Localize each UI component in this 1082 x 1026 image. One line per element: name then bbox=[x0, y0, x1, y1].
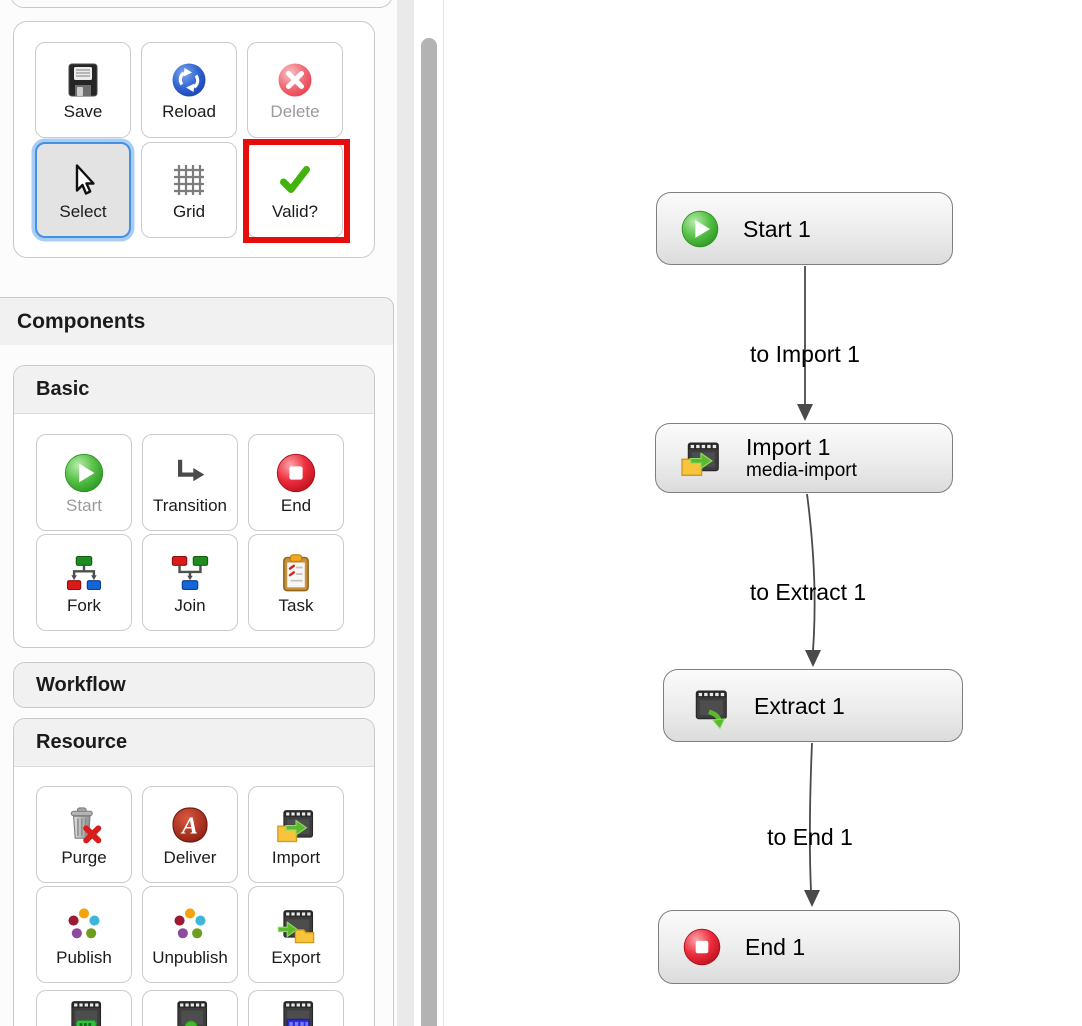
component-export[interactable]: Export bbox=[248, 886, 344, 983]
join-label: Join bbox=[174, 596, 206, 615]
components-accordion-header[interactable]: Components bbox=[0, 297, 394, 346]
grid-button[interactable]: Grid bbox=[141, 142, 237, 238]
component-task[interactable]: Task bbox=[248, 534, 344, 631]
section-header-workflow[interactable]: Workflow bbox=[14, 663, 374, 707]
film-green-arrow-icon bbox=[177, 1000, 208, 1026]
basic-title: Basic bbox=[36, 378, 90, 400]
component-palette-sidebar: Save Reload Delete Select bbox=[0, 0, 397, 1026]
previous-panel-bottom-edge bbox=[10, 0, 393, 8]
red-a-badge-icon: A bbox=[172, 807, 208, 843]
transition-label: Transition bbox=[152, 496, 227, 515]
select-tool-button[interactable]: Select bbox=[35, 142, 131, 238]
film-extract-arrow-icon bbox=[695, 689, 727, 729]
section-basic: Basic Start Transition End bbox=[13, 365, 375, 648]
node-end-1[interactable]: End 1 bbox=[658, 910, 960, 984]
sidebar-scrollbar-thumb[interactable] bbox=[421, 38, 437, 1026]
workflow-canvas[interactable]: to Import 1 to Extract 1 to End 1 Start … bbox=[445, 0, 1082, 1026]
clipboard-icon bbox=[283, 554, 309, 592]
delete-label: Delete bbox=[270, 102, 320, 121]
fork-diagram-icon bbox=[66, 555, 102, 591]
sidebar-scrollbar-track[interactable] bbox=[414, 0, 444, 1026]
component-partial-3[interactable] bbox=[248, 990, 344, 1026]
grid-icon bbox=[174, 165, 204, 195]
start-label: Start bbox=[66, 496, 102, 515]
component-join[interactable]: Join bbox=[142, 534, 238, 631]
reload-button[interactable]: Reload bbox=[141, 42, 237, 138]
edge-label-to-import[interactable]: to Import 1 bbox=[750, 341, 860, 367]
component-import[interactable]: Import bbox=[248, 786, 344, 883]
component-end[interactable]: End bbox=[248, 434, 344, 531]
section-workflow: Workflow bbox=[13, 662, 375, 708]
deliver-label: Deliver bbox=[163, 848, 217, 867]
publish-label: Publish bbox=[56, 948, 112, 967]
reload-label: Reload bbox=[162, 102, 216, 121]
edges-layer: to Import 1 to Extract 1 to End 1 bbox=[750, 266, 866, 907]
start-play-icon bbox=[681, 210, 719, 247]
component-fork[interactable]: Fork bbox=[36, 534, 132, 631]
task-label: Task bbox=[278, 596, 314, 615]
unpublish-label: Unpublish bbox=[152, 948, 228, 967]
save-label: Save bbox=[63, 102, 103, 121]
component-partial-2[interactable] bbox=[142, 990, 238, 1026]
cursor-icon bbox=[75, 164, 95, 195]
edge-to-end[interactable] bbox=[804, 742, 820, 907]
import-label: Import bbox=[271, 848, 321, 867]
color-dots-icon bbox=[174, 908, 206, 939]
node-title: End 1 bbox=[745, 934, 806, 960]
end-stop-icon bbox=[276, 453, 316, 493]
component-transition[interactable]: Transition bbox=[142, 434, 238, 531]
start-play-icon bbox=[64, 453, 104, 493]
component-start[interactable]: Start bbox=[36, 434, 132, 531]
edge-to-extract[interactable] bbox=[805, 493, 821, 667]
delete-button[interactable]: Delete bbox=[247, 42, 343, 138]
node-title: Import 1 bbox=[746, 434, 831, 460]
floppy-disk-icon bbox=[68, 63, 98, 97]
workflow-title: Workflow bbox=[36, 673, 126, 696]
join-diagram-icon bbox=[171, 555, 209, 591]
component-publish[interactable]: Publish bbox=[36, 886, 132, 983]
grid-label: Grid bbox=[172, 202, 206, 221]
node-title: Start 1 bbox=[743, 215, 811, 242]
film-folder-arrow-in-icon bbox=[277, 810, 314, 843]
refresh-icon bbox=[172, 63, 206, 97]
film-green-band-icon bbox=[71, 1000, 102, 1026]
edge-label-to-end[interactable]: to End 1 bbox=[767, 824, 853, 850]
validate-button[interactable]: Valid? bbox=[247, 142, 343, 238]
node-extract-1[interactable]: Extract 1 bbox=[663, 669, 963, 742]
edge-to-import[interactable] bbox=[797, 266, 813, 421]
node-start-1[interactable]: Start 1 bbox=[656, 192, 953, 265]
fork-label: Fork bbox=[67, 596, 101, 615]
purge-label: Purge bbox=[61, 848, 107, 867]
components-title: Components bbox=[17, 309, 146, 333]
component-partial-1[interactable] bbox=[36, 990, 132, 1026]
film-blue-band-icon bbox=[283, 1000, 314, 1026]
film-folder-arrow-out-icon bbox=[277, 910, 315, 944]
delete-circle-icon bbox=[278, 63, 312, 97]
export-label: Export bbox=[271, 948, 321, 967]
svg-text:A: A bbox=[180, 812, 198, 839]
node-subtitle: media-import bbox=[746, 460, 857, 481]
resource-title: Resource bbox=[36, 731, 128, 753]
component-purge[interactable]: Purge bbox=[36, 786, 132, 883]
film-folder-arrow-in-icon bbox=[681, 442, 719, 476]
trash-red-x-icon bbox=[70, 807, 102, 844]
node-import-1[interactable]: Import 1 media-import bbox=[655, 423, 953, 493]
section-resource: Resource Purge A Deliver bbox=[13, 718, 375, 1026]
select-label: Select bbox=[59, 202, 107, 221]
component-deliver[interactable]: A Deliver bbox=[142, 786, 238, 883]
sidebar-right-gap bbox=[397, 0, 414, 1026]
elbow-arrow-icon bbox=[178, 459, 205, 482]
section-header-basic[interactable]: Basic bbox=[14, 366, 374, 414]
component-unpublish[interactable]: Unpublish bbox=[142, 886, 238, 983]
edge-label-to-extract[interactable]: to Extract 1 bbox=[750, 579, 866, 605]
end-label: End bbox=[280, 496, 312, 515]
green-check-icon bbox=[280, 166, 310, 193]
validate-label: Valid? bbox=[272, 202, 318, 221]
end-stop-icon bbox=[683, 928, 721, 966]
save-button[interactable]: Save bbox=[35, 42, 131, 138]
color-dots-icon bbox=[68, 908, 100, 939]
section-header-resource[interactable]: Resource bbox=[14, 719, 374, 767]
node-title: Extract 1 bbox=[754, 692, 845, 719]
